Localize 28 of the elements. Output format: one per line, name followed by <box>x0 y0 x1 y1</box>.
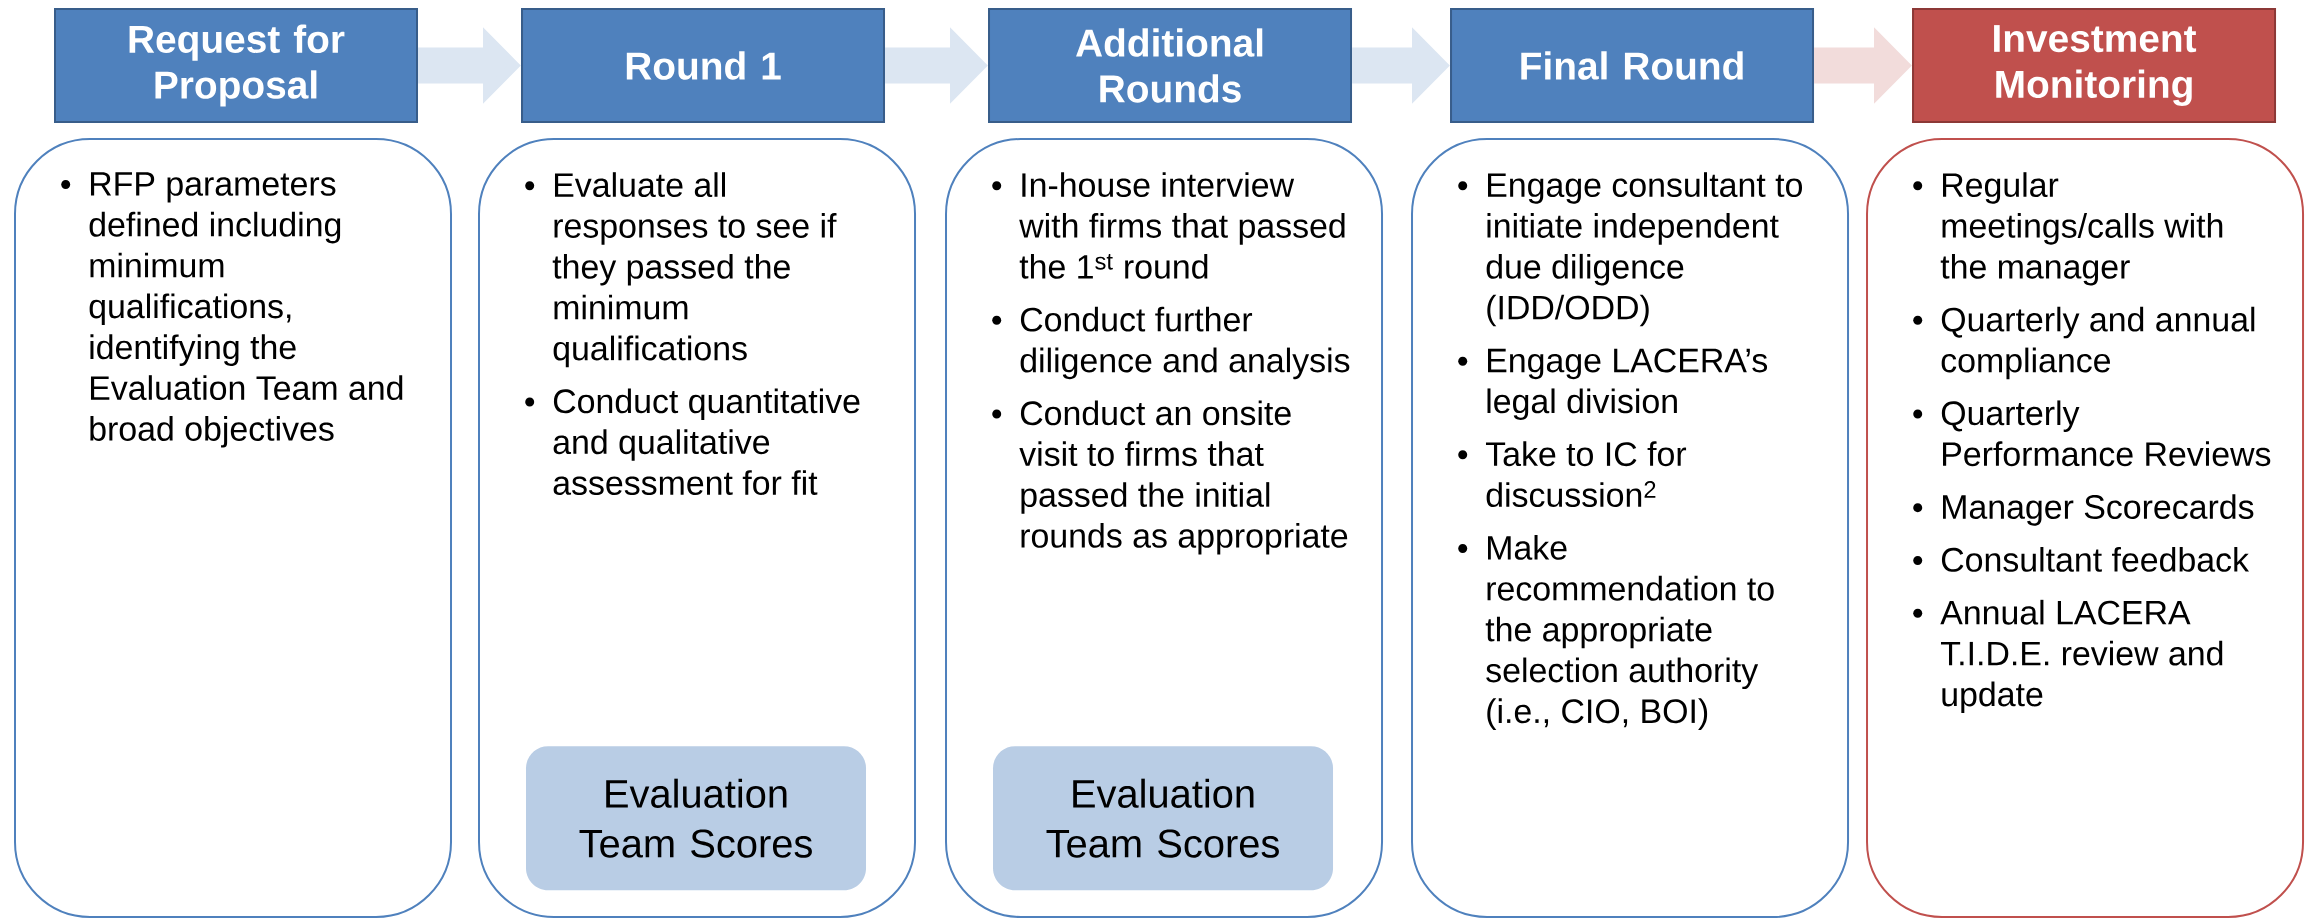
bullet-item: RFP parameters defined including minimum qualifications, identifying the Evaluation Team and broad objectives <box>61 172 403 448</box>
bullet-item: Consultant feedback <box>1913 547 2250 572</box>
stage-header: Request for Proposal <box>54 8 418 123</box>
bullet-item: Evaluate all responses to see if they passed the minimum qualifications <box>525 172 837 368</box>
bullet-item: Engage LACERA’s legal division <box>1458 348 1768 420</box>
stage-card <box>1866 138 2305 918</box>
bullet-item: Make recommendation to the appropriate selection authority (i.e., CIO, BOI) <box>1458 535 1774 730</box>
score-box: Evaluation Team Scores <box>526 746 866 891</box>
bullet-item: Quarterly and annual compliance <box>1913 306 2255 380</box>
bullet-item: Take to IC for discussion$^{2}$ <box>1458 441 1687 507</box>
bullet-item: Conduct an onsite visit to firms that passed the initial rounds as appropriate <box>992 400 1348 555</box>
stage-card <box>478 138 916 918</box>
stage-card <box>945 138 1384 918</box>
bullet-item: Annual LACERA T.I.D.E. review and update <box>1913 599 2223 714</box>
bullet-item: Engage consultant to initiate independent due diligence (IDD/ODD) <box>1458 172 1802 327</box>
stage-header: Round 1 <box>521 8 885 123</box>
stage-header: Investment Monitoring <box>1912 8 2277 123</box>
bullet-item: Conduct further diligence and analysis <box>992 306 1350 380</box>
bullet-item: In-house interview with firms that passed the 1$^{st}$ round <box>992 172 1345 279</box>
stage-card <box>14 138 452 918</box>
stage-header: Additional Rounds <box>988 8 1352 123</box>
stage-card <box>1411 138 1850 918</box>
stage-header: Final Round <box>1450 8 1815 123</box>
bullet-item: Manager Scorecards <box>1913 494 2254 526</box>
score-box: Evaluation Team Scores <box>993 746 1333 891</box>
bullet-item: Regular meetings/calls with the manager <box>1913 172 2223 286</box>
bullet-item: Conduct quantitative and qualitative assessment for fit <box>525 388 860 495</box>
bullet-item: Quarterly Performance Reviews <box>1913 400 2271 467</box>
